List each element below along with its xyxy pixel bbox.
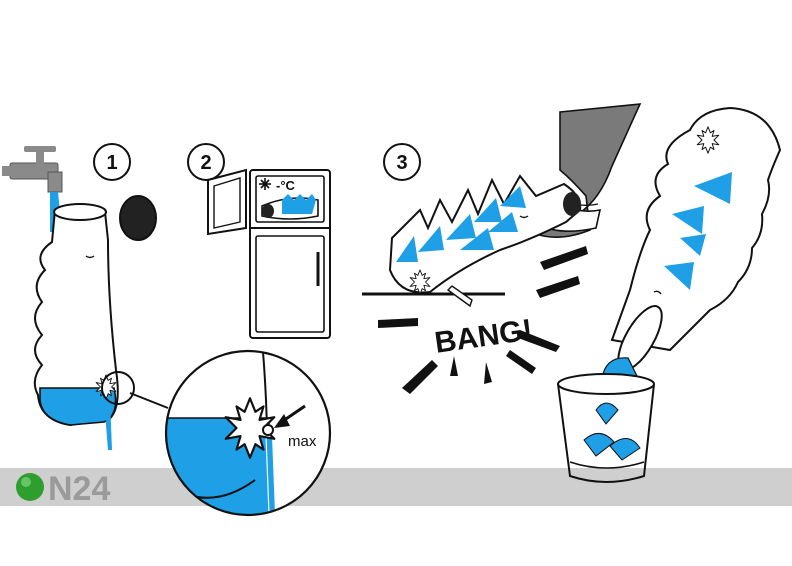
step-1-badge — [93, 143, 131, 181]
max-label: max — [288, 433, 317, 450]
faucet-icon — [2, 146, 63, 193]
cap-icon — [119, 195, 157, 241]
step-2-badge — [187, 143, 225, 181]
watermark-bar — [0, 468, 792, 506]
step-2-number: 2 — [200, 152, 211, 174]
bottle-frozen — [388, 174, 582, 295]
step-1: 1 — [2, 143, 169, 450]
bang-label: BANG! — [433, 313, 535, 359]
pour-scene — [557, 106, 782, 483]
watermark-dot-icon — [16, 473, 44, 501]
watermark: N24 — [16, 470, 110, 508]
step-1-number: 1 — [106, 152, 117, 174]
step-3: 3 — [362, 103, 642, 394]
bottle-filling — [33, 203, 119, 450]
freezer-icon: -°C — [207, 168, 331, 339]
step-3-badge — [383, 143, 421, 181]
step-3-number: 3 — [396, 152, 407, 174]
step-2: 2 -°C — [187, 143, 331, 339]
bang-burst — [378, 246, 588, 394]
snowflake-icon — [259, 178, 271, 190]
zoom-circle-border — [164, 349, 332, 517]
detail-zoom: max — [164, 349, 332, 517]
zoom-source-circle — [101, 371, 135, 405]
impact-arrow — [446, 285, 473, 308]
freezer-temp-label: -°C — [276, 178, 296, 193]
watermark-text: N24 — [48, 470, 110, 508]
zoom-leader — [129, 392, 169, 409]
glass-icon — [557, 373, 655, 483]
